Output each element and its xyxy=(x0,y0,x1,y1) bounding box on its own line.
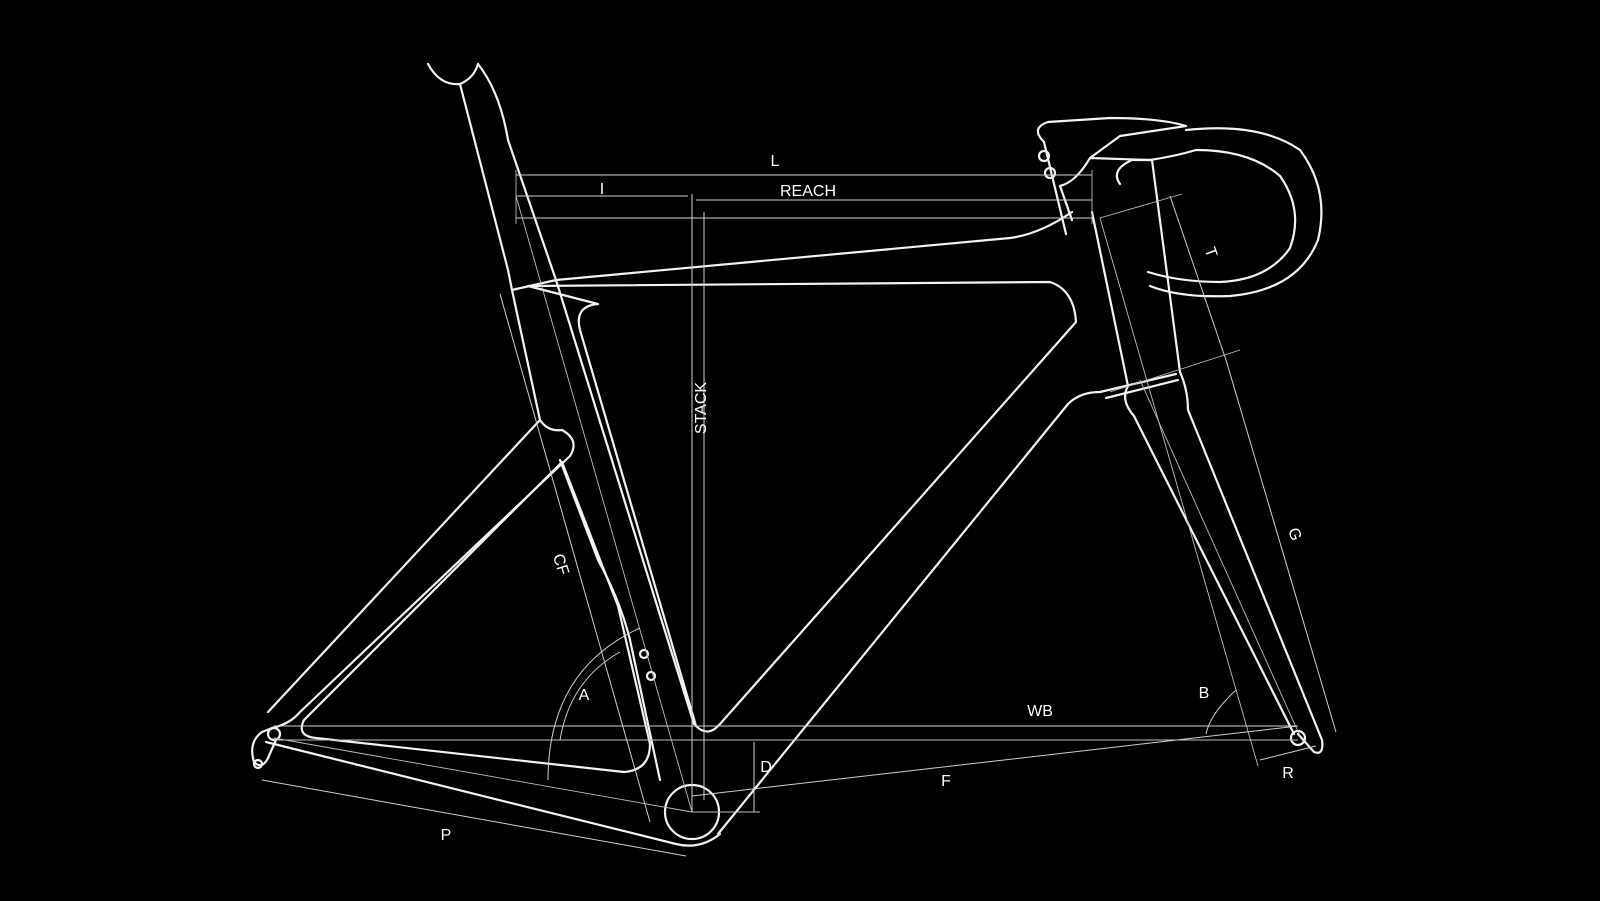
handlebar-drop xyxy=(1148,127,1323,298)
label-CF: CF xyxy=(549,552,572,578)
seat-tube-axis xyxy=(515,195,693,813)
angle-arc-A2 xyxy=(559,651,621,741)
chain-stay xyxy=(264,740,722,847)
dim-line-R xyxy=(1259,745,1317,761)
label-REACH: REACH xyxy=(780,183,836,200)
angle-arc-B xyxy=(1205,689,1237,735)
bottle-bolt-2 xyxy=(645,670,657,682)
handlebar-drop-inner xyxy=(1146,148,1297,284)
steering-axis xyxy=(1099,217,1259,767)
label-L: L xyxy=(771,153,780,170)
dim-line-F xyxy=(691,725,1299,797)
label-G: G xyxy=(1284,526,1304,544)
stem-bolt-1 xyxy=(1037,149,1051,163)
dim-line-CF xyxy=(499,293,651,823)
chainstay-axis xyxy=(273,737,693,813)
fork-front-blade xyxy=(1178,370,1324,754)
dim-line-P xyxy=(261,779,687,857)
main-triangle-inner xyxy=(526,280,1078,733)
dim-line-G xyxy=(1225,359,1337,733)
label-R: R xyxy=(1282,765,1294,782)
stem-bolt-2 xyxy=(1043,166,1057,180)
dim-ext-T-bottom xyxy=(1109,349,1241,393)
fork-axis xyxy=(1139,379,1301,737)
rear-dropout-bolt xyxy=(252,758,264,770)
label-WB: WB xyxy=(1027,703,1053,720)
stem xyxy=(1036,116,1198,236)
angle-arc-A xyxy=(547,627,641,781)
dimension-lines xyxy=(261,170,1337,857)
down-tube-outer xyxy=(716,390,1102,836)
rear-triangle-inner xyxy=(300,460,652,774)
label-F: F xyxy=(941,773,951,790)
fork-rear-blade xyxy=(1123,384,1296,736)
dim-line-T xyxy=(1169,195,1227,361)
seat-stay-inner xyxy=(266,418,542,714)
seat-tube-lower-rear xyxy=(558,458,662,782)
dim-ext-T-top xyxy=(1099,193,1183,219)
label-D: D xyxy=(760,759,772,776)
label-I: I xyxy=(600,181,604,198)
label-STACK: STACK xyxy=(693,382,710,434)
top-tube-upper xyxy=(510,210,1074,292)
label-A: A xyxy=(579,687,590,704)
label-B: B xyxy=(1199,685,1210,702)
label-P: P xyxy=(441,827,452,844)
dimension-labels: L I REACH STACK T G CF A B WB D F R P xyxy=(441,153,1305,844)
seat-tube-right xyxy=(476,62,558,282)
seat-tube-lower xyxy=(554,278,696,726)
bottle-bolt-1 xyxy=(638,648,650,660)
head-tube-rear xyxy=(1090,210,1130,388)
seat-tube-left xyxy=(458,82,564,432)
